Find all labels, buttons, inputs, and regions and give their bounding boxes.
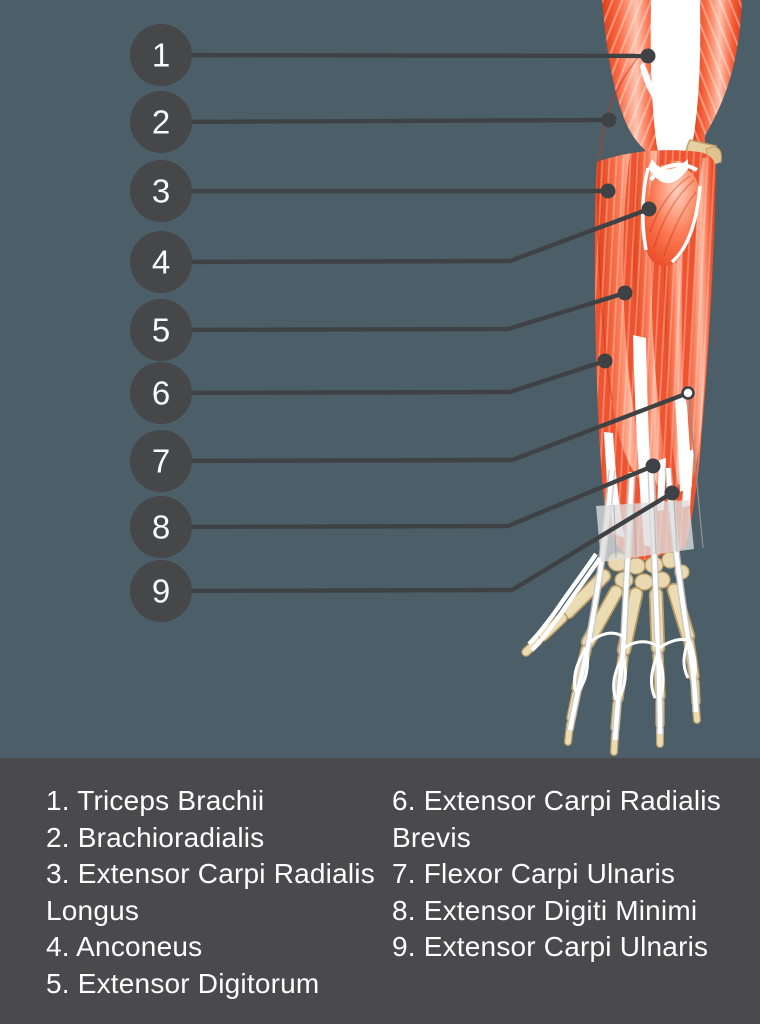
marker-circle-bg[interactable] xyxy=(130,362,192,424)
marker-circle-7[interactable]: 7 xyxy=(130,430,192,492)
leader-line xyxy=(160,117,610,125)
marker-circle-3[interactable]: 3 xyxy=(130,160,192,222)
marker-circle-9[interactable]: 9 xyxy=(130,560,192,622)
marker-dot xyxy=(664,485,680,501)
caption-legend: 1. Triceps Brachii 2. Brachioradialis 3. E… xyxy=(0,758,760,1024)
marker-number: 1 xyxy=(152,37,170,74)
marker-circle-bg[interactable] xyxy=(130,496,192,558)
hand-skeleton xyxy=(521,551,701,756)
marker-dot xyxy=(640,48,656,64)
leader-line xyxy=(160,290,626,333)
caption-item: 7. Flexor Carpi Ulnaris xyxy=(392,858,676,889)
marker-circle-1[interactable]: 1 xyxy=(130,24,192,86)
marker-circle-6[interactable]: 6 xyxy=(130,362,192,424)
marker-number: 7 xyxy=(152,443,170,480)
marker-circle-bg[interactable] xyxy=(130,160,192,222)
leader-line xyxy=(160,358,606,396)
marker-dot xyxy=(600,183,616,199)
caption-item: 5. Extensor Digitorum xyxy=(46,967,320,999)
caption-item: 4. Anconeus xyxy=(46,931,203,962)
leader-line xyxy=(160,491,674,594)
leader-line xyxy=(160,206,650,265)
retinaculum-band xyxy=(596,500,694,562)
marker-ring-icon xyxy=(681,386,695,400)
arm-illustration: 1 2 3 4 5 6 7 8 9 xyxy=(130,0,742,756)
aux-pointer-line xyxy=(688,398,704,549)
caption-item: 6. Extensor Carpi Radialis Brevis xyxy=(392,785,721,853)
caption-item: 2. Brachioradialis xyxy=(46,821,265,853)
caption-column-2: 6. Extensor Carpi Radialis Brevis 7. Flex… xyxy=(392,783,748,1024)
marker-dot xyxy=(601,112,617,128)
marker-circle-bg[interactable] xyxy=(130,91,192,153)
marker-number: 8 xyxy=(152,509,170,546)
caption-item: 8. Extensor Digiti Minimi xyxy=(392,894,698,926)
marker-number: 9 xyxy=(152,573,170,610)
marker-number: 4 xyxy=(152,244,170,281)
marker-dot xyxy=(641,201,657,217)
marker-circle-bg[interactable] xyxy=(130,24,192,86)
marker-circle-bg[interactable] xyxy=(130,231,192,293)
marker-number: 5 xyxy=(152,312,170,349)
marker-circle-bg[interactable] xyxy=(130,560,192,622)
caption-column-1: 1. Triceps Brachii 2. Brachioradialis 3. E… xyxy=(46,783,392,1024)
marker-dot xyxy=(597,353,613,369)
caption-item: 3. Extensor Carpi Radialis Longus xyxy=(46,858,375,926)
caption-item: 9. Extensor Carpi Ulnaris xyxy=(392,931,709,962)
leader-line xyxy=(160,52,649,59)
marker-number: 3 xyxy=(152,173,170,210)
marker-circle-2[interactable]: 2 xyxy=(130,91,192,153)
caption-item: 1. Triceps Brachii xyxy=(46,785,265,816)
marker-number: 2 xyxy=(152,104,170,141)
marker-circle-5[interactable]: 5 xyxy=(130,299,192,361)
marker-circle-4[interactable]: 4 xyxy=(130,231,192,293)
leader-line xyxy=(160,390,689,464)
forearm-muscles xyxy=(594,54,717,562)
marker-circle-8[interactable]: 8 xyxy=(130,496,192,558)
marker-dot xyxy=(617,285,633,301)
marker-circle-bg[interactable] xyxy=(130,430,192,492)
diagram-area: 1 2 3 4 5 6 7 8 9 xyxy=(0,0,760,758)
leader-line xyxy=(160,463,654,530)
marker-dot xyxy=(645,458,661,474)
marker-circle-bg[interactable] xyxy=(130,299,192,361)
upper-arm-muscles xyxy=(602,0,742,170)
marker-number: 6 xyxy=(152,375,170,412)
